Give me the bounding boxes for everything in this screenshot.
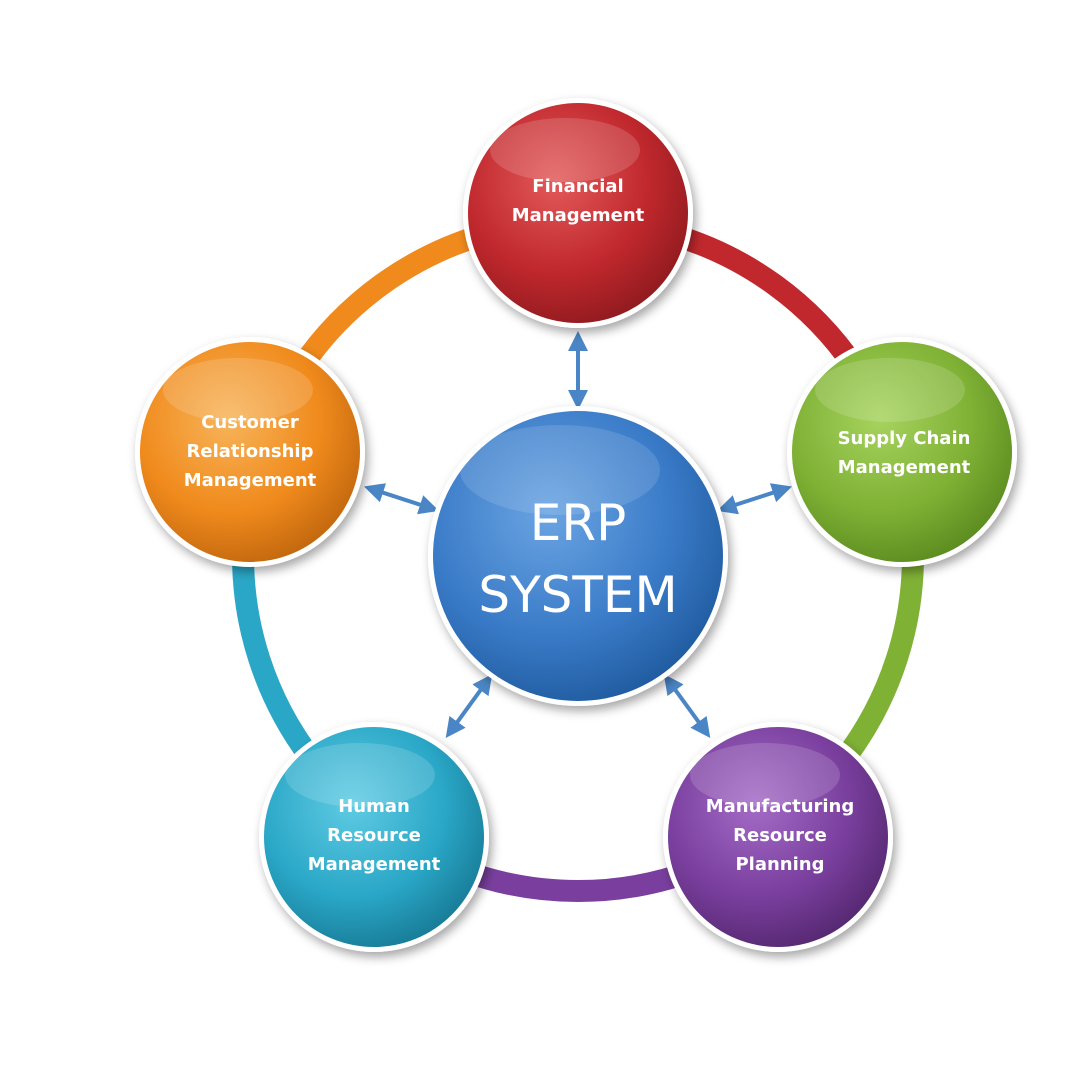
arrow-center-customer (363, 483, 440, 515)
supply-chain-management-node: Supply Chain Management (787, 337, 1017, 567)
human-resource-label-line-2: Resource (327, 825, 421, 846)
human-resource-label-line-3: Management (308, 854, 441, 875)
supply-chain-label-line-1: Supply Chain (838, 428, 971, 449)
financial-label-line-2: Management (512, 205, 645, 226)
ring-segment-customer-financial (290, 223, 496, 379)
erp-label-line-1: ERP (530, 494, 626, 552)
ring-segment-supply-manufacturing (832, 535, 924, 772)
customer-label-line-3: Management (184, 470, 317, 491)
manufacturing-label-line-2: Resource (733, 825, 827, 846)
manufacturing-label-line-3: Planning (735, 854, 824, 875)
customer-label-line-1: Customer (201, 412, 299, 433)
financial-label-line-1: Financial (532, 176, 623, 197)
supply-chain-label-line-2: Management (838, 457, 971, 478)
ring-segment-manufacturing-human (454, 860, 702, 903)
customer-label-line-2: Relationship (187, 441, 314, 462)
human-resource-label-line-1: Human (338, 796, 410, 817)
manufacturing-label-line-1: Manufacturing (706, 796, 855, 817)
arrow-center-human-resource (445, 674, 493, 738)
arrows (363, 331, 793, 738)
ring-segment-financial-supply (660, 223, 866, 379)
customer-relationship-management-node: Customer Relationship Management (135, 337, 365, 567)
erp-system-node: ERP SYSTEM (428, 406, 728, 706)
arrow-center-supply-chain (716, 483, 793, 515)
ring-segment-human-customer (232, 535, 324, 772)
financial-management-node: Financial Management (463, 98, 693, 328)
human-resource-management-node: Human Resource Management (259, 722, 489, 952)
manufacturing-resource-planning-node: Manufacturing Resource Planning (663, 722, 893, 952)
erp-label-line-2: SYSTEM (478, 566, 677, 624)
outer-ring (232, 223, 924, 903)
arrow-center-manufacturing (663, 674, 711, 738)
